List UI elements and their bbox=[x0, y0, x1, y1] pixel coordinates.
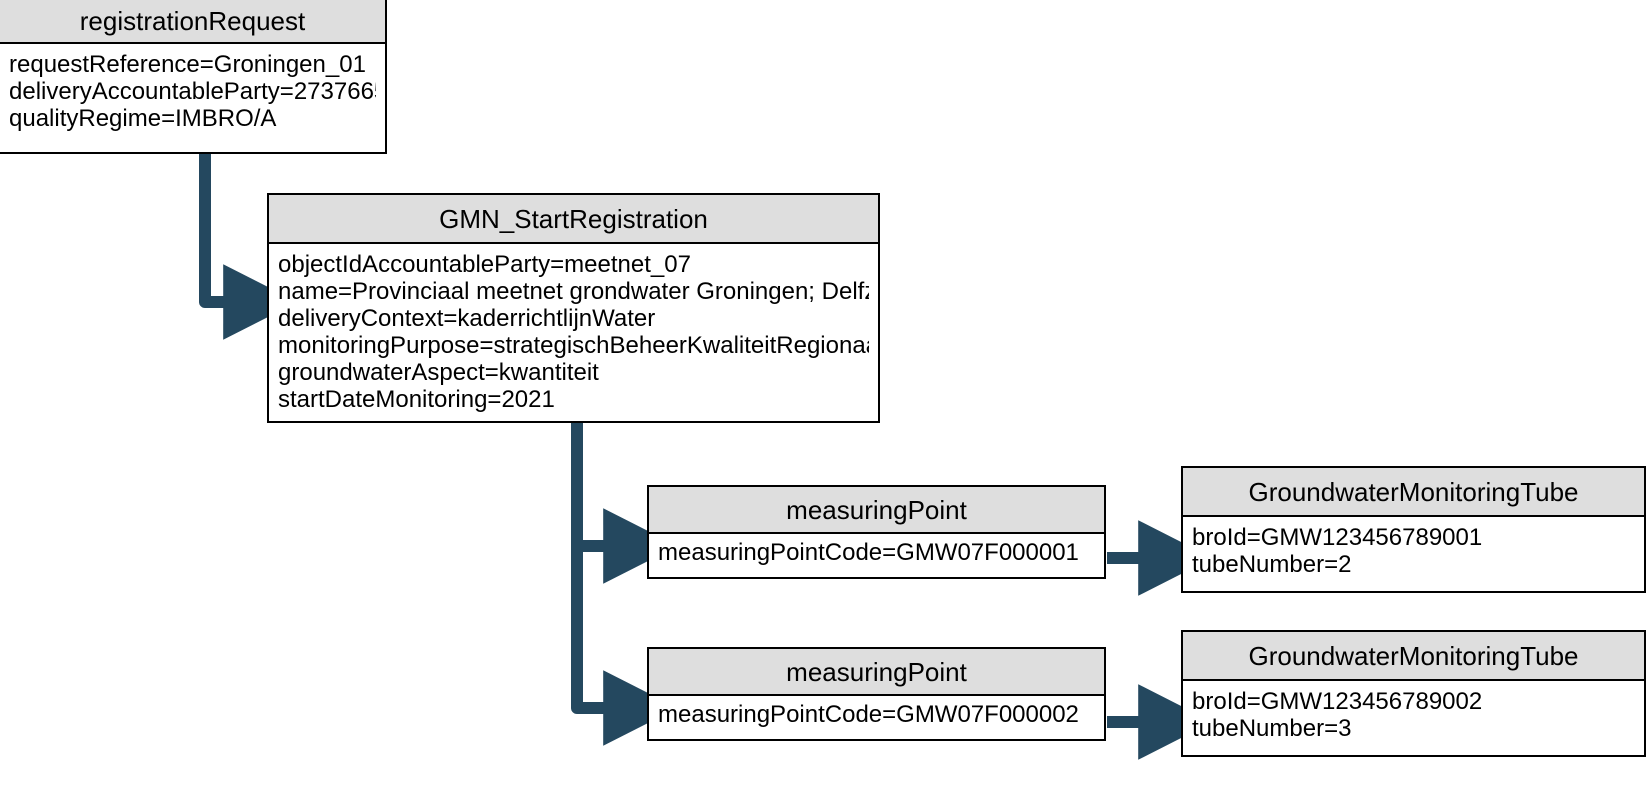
object-box-attributes: broId=GMW123456789002 tubeNumber=3 bbox=[1183, 681, 1644, 755]
object-box-groundwater-monitoring-tube-1[interactable]: GroundwaterMonitoringTube broId=GMW12345… bbox=[1181, 466, 1646, 593]
object-box-header: GroundwaterMonitoringTube bbox=[1183, 632, 1644, 681]
connector-request-to-gmn bbox=[199, 154, 298, 340]
object-box-header: measuringPoint bbox=[649, 487, 1104, 534]
object-box-attributes: measuringPointCode=GMW07F000002 bbox=[649, 696, 1104, 739]
object-box-groundwater-monitoring-tube-2[interactable]: GroundwaterMonitoringTube broId=GMW12345… bbox=[1181, 630, 1646, 757]
attribute-line: measuringPointCode=GMW07F000002 bbox=[658, 701, 1079, 728]
object-box-attributes: requestReference=Groningen_01 deliveryAc… bbox=[0, 44, 385, 152]
connector-gmn-to-mp2 bbox=[571, 423, 678, 746]
object-box-title: GroundwaterMonitoringTube bbox=[1248, 640, 1579, 671]
attribute-line: name=Provinciaal meetnet grondwater Gron… bbox=[278, 278, 869, 305]
object-box-header: GroundwaterMonitoringTube bbox=[1183, 468, 1644, 517]
attribute-line: broId=GMW123456789001 bbox=[1192, 524, 1483, 551]
attribute-line: requestReference=Groningen_01 bbox=[9, 51, 366, 78]
connector-gmn-to-mp1 bbox=[571, 423, 678, 584]
attribute-line: groundwaterAspect=kwantiteit bbox=[278, 359, 599, 386]
object-box-header: measuringPoint bbox=[649, 649, 1104, 696]
object-box-title: GroundwaterMonitoringTube bbox=[1248, 476, 1579, 507]
object-box-attributes: objectIdAccountableParty=meetnet_07 name… bbox=[269, 244, 878, 421]
object-box-registration-request[interactable]: registrationRequest requestReference=Gro… bbox=[0, 0, 387, 154]
object-box-attributes: measuringPointCode=GMW07F000001 bbox=[649, 534, 1104, 577]
object-box-header: registrationRequest bbox=[0, 0, 385, 44]
object-box-measuring-point-2[interactable]: measuringPoint measuringPointCode=GMW07F… bbox=[647, 647, 1106, 741]
attribute-line: deliveryAccountableParty=2737665 bbox=[9, 78, 376, 105]
attribute-line: startDateMonitoring=2021 bbox=[278, 386, 555, 413]
object-box-measuring-point-1[interactable]: measuringPoint measuringPointCode=GMW07F… bbox=[647, 485, 1106, 579]
object-box-gmn-start-registration[interactable]: GMN_StartRegistration objectIdAccountabl… bbox=[267, 193, 880, 423]
attribute-line: deliveryContext=kaderrichtlijnWater bbox=[278, 305, 656, 332]
object-box-title: registrationRequest bbox=[79, 6, 306, 36]
attribute-line: objectIdAccountableParty=meetnet_07 bbox=[278, 251, 691, 278]
attribute-line: qualityRegime=IMBRO/A bbox=[9, 105, 277, 132]
attribute-line: tubeNumber=2 bbox=[1192, 551, 1352, 578]
attribute-line: measuringPointCode=GMW07F000001 bbox=[658, 539, 1079, 566]
attribute-line: tubeNumber=3 bbox=[1192, 715, 1352, 742]
attribute-line: broId=GMW123456789002 bbox=[1192, 688, 1483, 715]
object-box-title: GMN_StartRegistration bbox=[439, 203, 708, 234]
object-box-header: GMN_StartRegistration bbox=[269, 195, 878, 244]
object-box-title: measuringPoint bbox=[786, 656, 967, 687]
attribute-line: monitoringPurpose=strategischBeheerKwali… bbox=[278, 332, 869, 359]
object-box-title: measuringPoint bbox=[786, 494, 967, 525]
object-box-attributes: broId=GMW123456789001 tubeNumber=2 bbox=[1183, 517, 1644, 591]
